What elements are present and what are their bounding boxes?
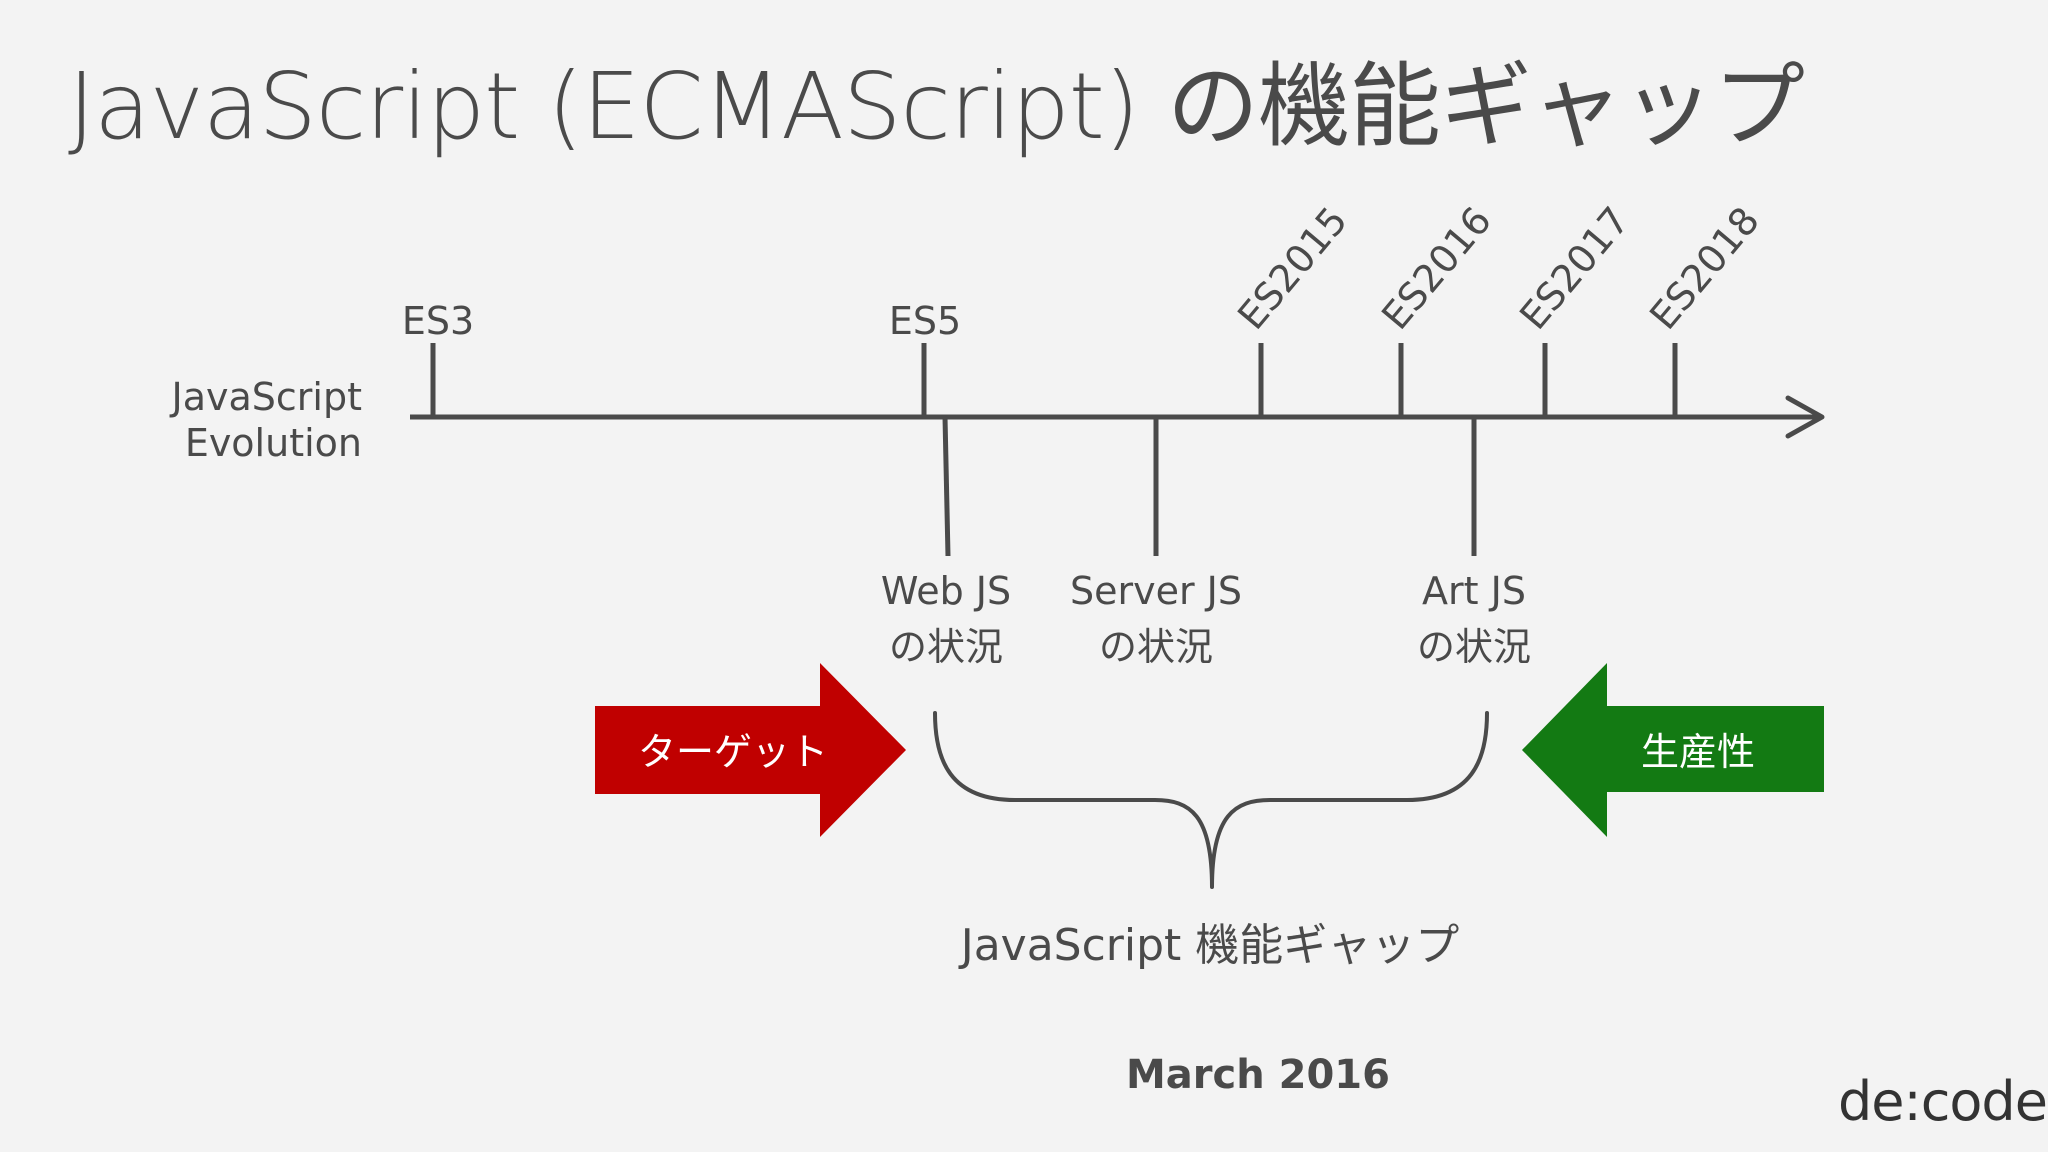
axis-label-line2: Evolution <box>185 421 362 465</box>
state-art-js-line2: の状況 <box>1417 625 1531 669</box>
version-label-es3: ES3 <box>402 299 474 343</box>
version-label-es2018: ES2018 <box>1641 199 1768 338</box>
target-arrow <box>595 663 906 837</box>
version-label-es5: ES5 <box>889 299 961 343</box>
version-label-es2015: ES2015 <box>1229 199 1356 338</box>
gap-brace <box>933 711 1489 889</box>
version-label-es2016: ES2016 <box>1373 199 1500 338</box>
productivity-arrow-label: 生産性 <box>1641 730 1755 774</box>
de-code-logo: de:code <box>1838 1070 2048 1133</box>
gap-label: JavaScript 機能ギャップ <box>958 920 1460 971</box>
state-server-js-line2: の状況 <box>1099 625 1213 669</box>
target-arrow-label: ターゲット <box>638 730 828 774</box>
tick-web-js <box>942 416 951 557</box>
version-label-es2017: ES2017 <box>1511 199 1638 338</box>
state-web-js-line2: の状況 <box>889 625 1003 669</box>
timeline-arrowhead <box>1785 395 1825 439</box>
axis-label-line1: JavaScript <box>170 375 362 419</box>
state-art-js-line1: Art JS <box>1422 569 1526 613</box>
state-server-js-line1: Server JS <box>1070 569 1242 613</box>
presentation-date: March 2016 <box>1126 1052 1390 1098</box>
slide-title: JavaScript (ECMAScript) の機能ギャップ <box>68 53 1805 160</box>
productivity-arrow <box>1522 663 1824 837</box>
state-web-js-line1: Web JS <box>881 569 1011 613</box>
